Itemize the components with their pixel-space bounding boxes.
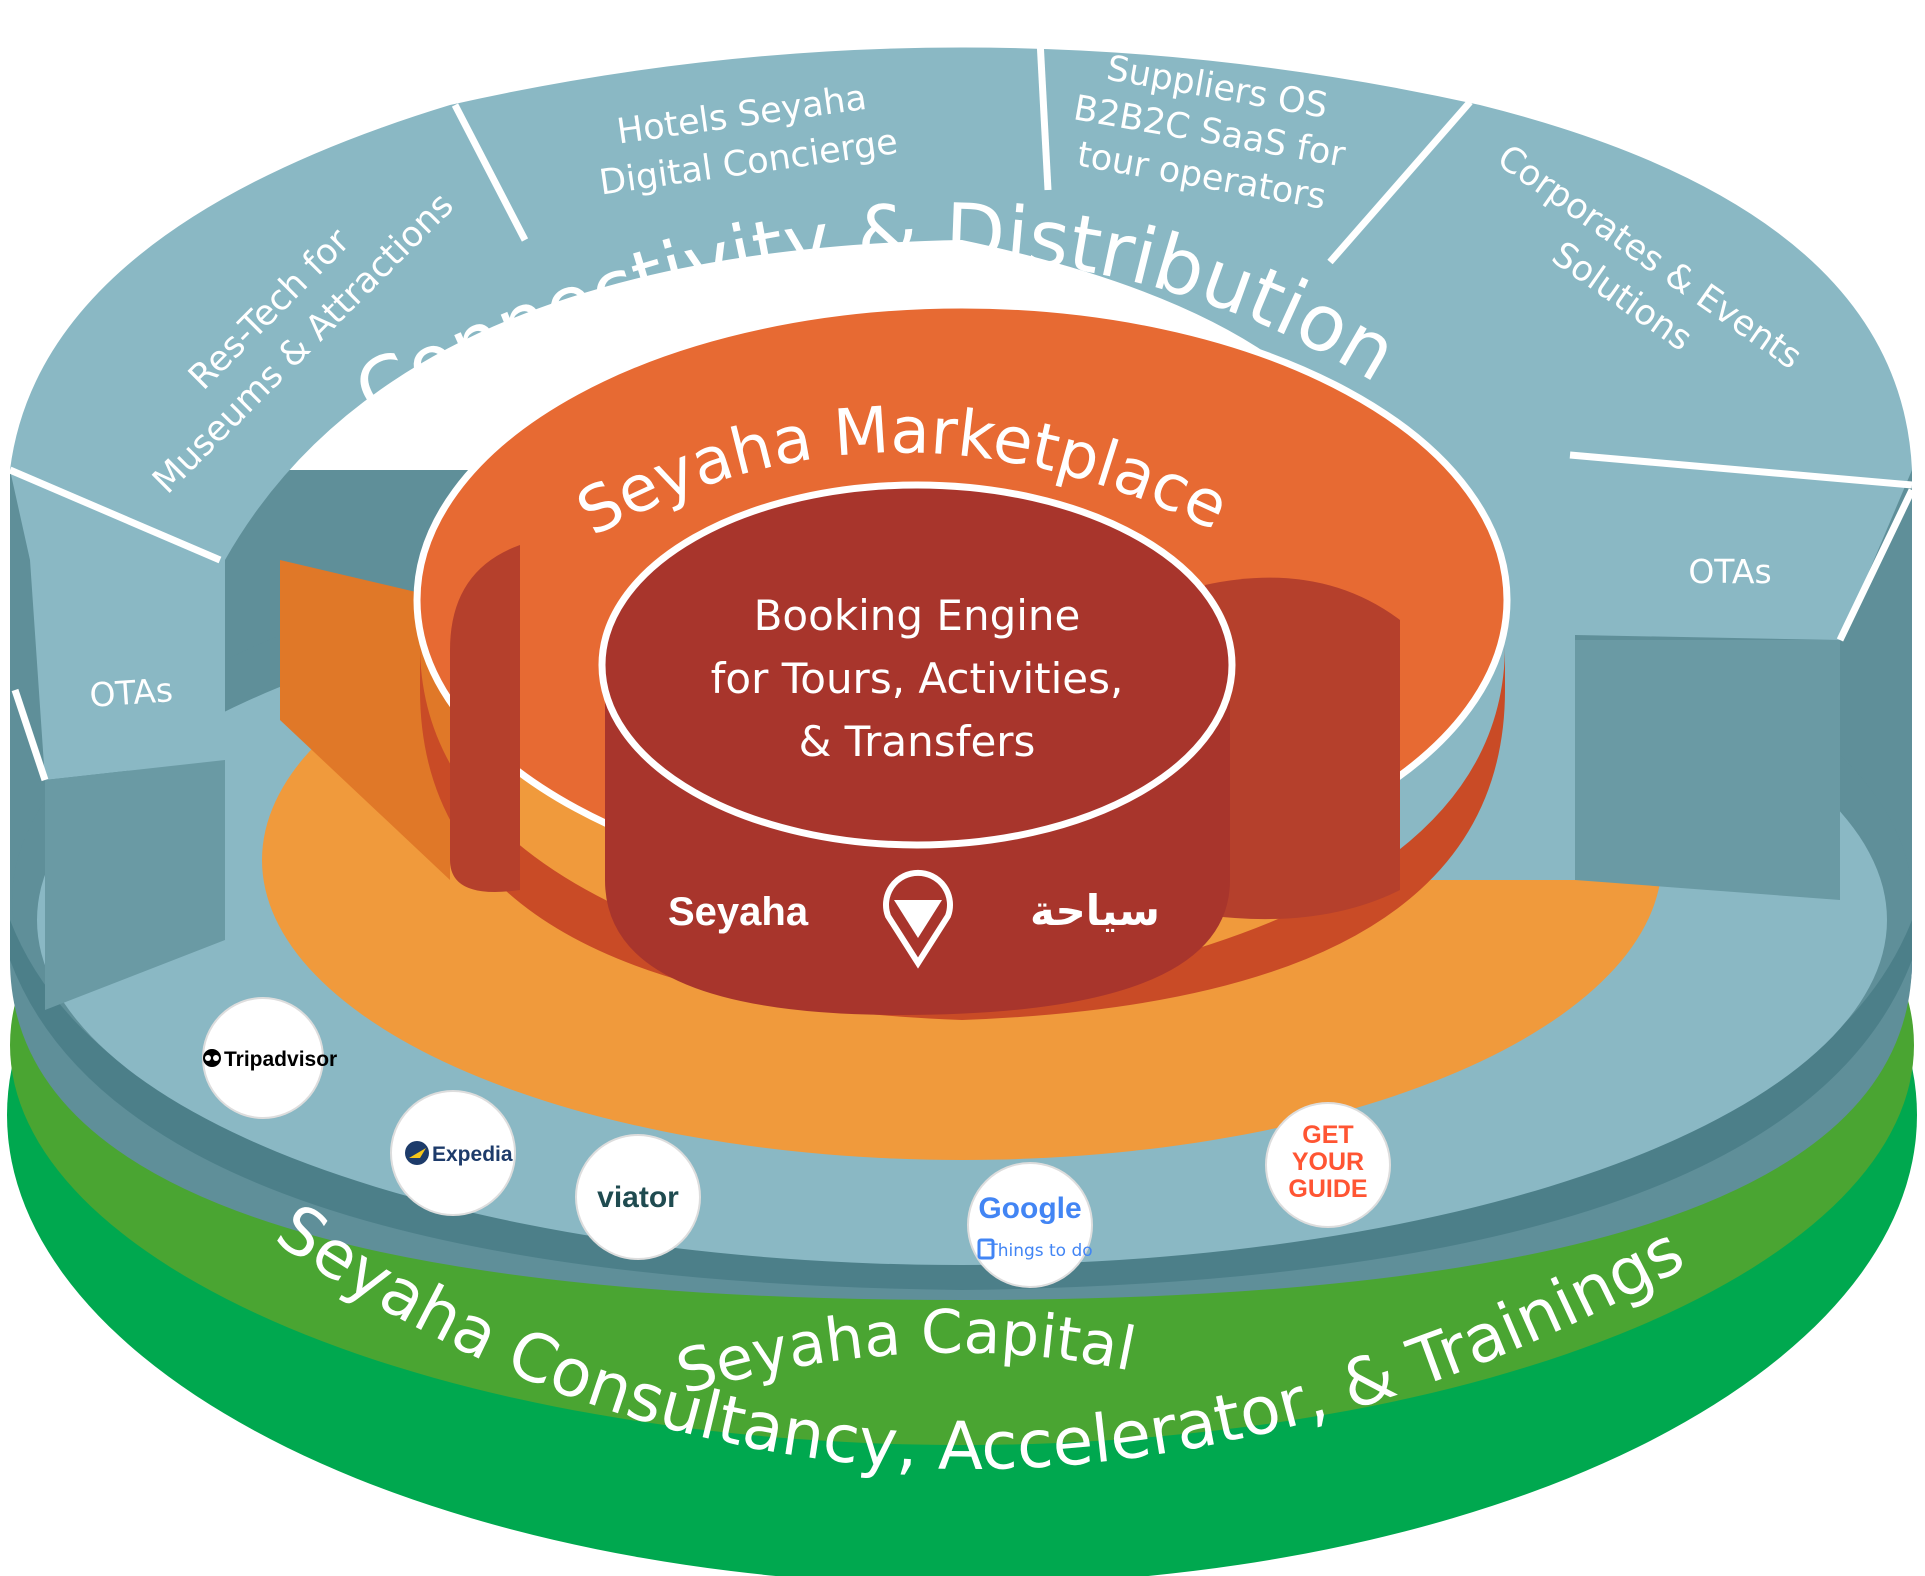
core-title-line-3: & Transfers [799,717,1036,766]
svg-text:YOUR: YOUR [1292,1148,1364,1176]
partner-getyourguide: GET YOUR GUIDE [1265,1102,1391,1228]
segment-otas-right: OTAs [1688,552,1771,591]
seyaha-logo: Seyaha سياحة [668,869,1160,969]
core-title-line-2: for Tours, Activities, [711,654,1124,703]
partner-expedia: Expedia [390,1090,516,1216]
svg-text:Things to do: Things to do [986,1241,1092,1261]
marketplace-pit [450,545,1400,920]
svg-text:viator: viator [597,1181,679,1214]
clipboard-icon [977,1238,995,1260]
core-title-line-1: Booking Engine [754,591,1081,640]
core-cylinder [598,481,1236,1015]
owl-icon [203,1049,221,1067]
location-pin-icon [883,869,953,969]
core-title: Booking Engine for Tours, Activities, & … [711,591,1124,766]
partner-viator: viator [575,1134,701,1260]
svg-text:Tripadvisor: Tripadvisor [224,1048,337,1071]
segment-otas-left: OTAs [88,670,174,715]
partner-google: Google Things to do [967,1162,1093,1288]
plane-icon [405,1141,429,1165]
svg-text:GUIDE: GUIDE [1288,1175,1367,1203]
seyaha-logo-latin: Seyaha [668,890,809,934]
segment-dividers [8,39,1916,782]
svg-text:GET: GET [1302,1121,1353,1149]
svg-text:OTAs: OTAs [88,670,174,715]
partner-tripadvisor: Tripadvisor [202,997,337,1119]
svg-text:Expedia: Expedia [432,1143,513,1166]
svg-text:OTAs: OTAs [1688,552,1771,591]
seyaha-logo-arabic: سياحة [1030,887,1160,934]
svg-text:Google: Google [978,1192,1081,1225]
